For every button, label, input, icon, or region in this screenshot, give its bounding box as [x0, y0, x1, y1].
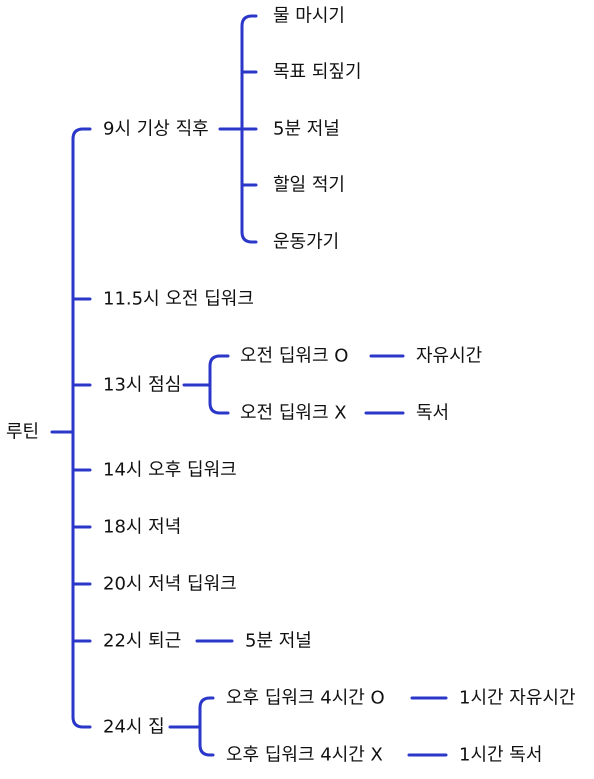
node-r-7-0-0: 1시간 자유시간 [459, 688, 576, 709]
connector-r-7-stub-1 [198, 743, 215, 757]
node-r-2-0: 오전 딥워크 O [240, 346, 348, 367]
node-r-6: 22시 퇴근 [103, 631, 181, 652]
node-r-2: 13시 점심 [103, 375, 181, 396]
node-r-2-0-0: 자유시간 [416, 346, 482, 367]
node-r-0: 9시 기상 직후 [103, 119, 209, 140]
node-r: 루틴 [6, 422, 39, 443]
node-r-0-3: 할일 적기 [273, 175, 345, 196]
node-r-7: 24시 집 [103, 717, 165, 738]
node-r-3: 14시 오후 딥워크 [103, 460, 237, 481]
node-r-1: 11.5시 오전 딥워크 [103, 289, 254, 310]
node-r-0-0: 물 마시기 [273, 6, 345, 27]
node-r-7-1-0: 1시간 독서 [459, 745, 542, 766]
node-r-0-4: 운동가기 [273, 232, 339, 253]
connector-r-0-stub-0 [240, 14, 258, 28]
node-r-7-0: 오후 딥워크 4시간 O [226, 688, 385, 709]
node-r-7-1: 오후 딥워크 4시간 X [226, 745, 383, 766]
connector-r-stub-0 [71, 127, 92, 141]
connector-r-2-stub-0 [208, 354, 230, 368]
connector-r-0-stub-4 [240, 230, 258, 244]
node-r-6-0: 5분 저널 [245, 631, 312, 652]
connector-r-2-stub-1 [208, 401, 230, 415]
node-r-2-1-0: 독서 [416, 403, 449, 424]
node-r-4: 18시 저녁 [103, 517, 181, 538]
node-r-0-2: 5분 저널 [273, 119, 340, 140]
node-r-5: 20시 저녁 딥워크 [103, 574, 237, 595]
connector-r-7-stub-0 [198, 696, 215, 710]
node-r-2-1: 오전 딥워크 X [240, 403, 347, 424]
edges-layer [50, 14, 448, 757]
node-r-0-1: 목표 되짚기 [273, 62, 362, 83]
connector-r-stub-7 [71, 715, 92, 729]
